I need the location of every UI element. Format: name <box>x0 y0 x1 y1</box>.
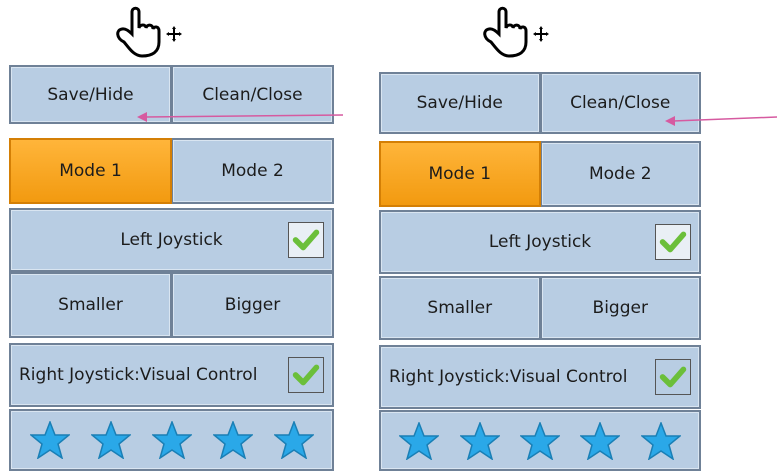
row-size: Smaller Bigger <box>379 276 701 340</box>
row-modes: Mode 1 Mode 2 <box>379 141 701 207</box>
star-icon[interactable] <box>151 421 192 459</box>
row-size: Smaller Bigger <box>9 272 334 338</box>
mode-2-label: Mode 2 <box>588 164 652 184</box>
row-right-joystick: Right Joystick:Visual Control <box>9 343 334 407</box>
star-icon[interactable] <box>29 421 70 459</box>
pink-arrow-left <box>137 111 343 123</box>
star-icon[interactable] <box>459 421 500 460</box>
save-hide-button[interactable]: Save/Hide <box>9 65 172 124</box>
bigger-label: Bigger <box>592 298 648 318</box>
save-hide-button[interactable]: Save/Hide <box>379 72 541 134</box>
smaller-label: Smaller <box>427 298 493 318</box>
row-modes: Mode 1 Mode 2 <box>9 138 334 204</box>
checkmark-icon <box>292 229 320 251</box>
mode-2-button[interactable]: Mode 2 <box>172 138 334 204</box>
star-icon[interactable] <box>90 421 131 459</box>
star-icon[interactable] <box>273 421 314 459</box>
right-joystick-toggle[interactable]: Right Joystick:Visual Control <box>379 345 701 409</box>
clean-close-label: Clean/Close <box>570 93 671 113</box>
save-hide-label: Save/Hide <box>416 93 503 113</box>
pink-arrow-right <box>665 115 777 127</box>
left-joystick-toggle[interactable]: Left Joystick <box>9 208 334 272</box>
smaller-button[interactable]: Smaller <box>379 276 541 340</box>
star-icon[interactable] <box>580 421 621 460</box>
smaller-label: Smaller <box>58 295 123 315</box>
clean-close-button[interactable]: Clean/Close <box>172 65 334 124</box>
checkmark-icon <box>659 366 687 388</box>
star-rating[interactable] <box>9 409 334 471</box>
left-joystick-checkbox[interactable] <box>288 222 324 258</box>
row-left-joystick: Left Joystick <box>9 208 334 272</box>
row-save-clean: Save/Hide Clean/Close <box>9 65 334 124</box>
mode-2-label: Mode 2 <box>221 161 284 181</box>
star-icon[interactable] <box>212 421 253 459</box>
left-joystick-label: Left Joystick <box>120 230 223 250</box>
row-stars <box>379 410 701 471</box>
right-joystick-checkbox[interactable] <box>288 357 324 393</box>
bigger-button[interactable]: Bigger <box>172 272 334 338</box>
smaller-button[interactable]: Smaller <box>9 272 172 338</box>
right-joystick-toggle[interactable]: Right Joystick:Visual Control <box>9 343 334 407</box>
left-joystick-toggle[interactable]: Left Joystick <box>379 210 701 274</box>
left-joystick-label: Left Joystick <box>488 232 592 252</box>
star-icon[interactable] <box>640 421 681 460</box>
left-joystick-checkbox[interactable] <box>655 224 691 260</box>
checkmark-icon <box>659 231 687 253</box>
star-icon[interactable] <box>399 421 440 460</box>
save-hide-label: Save/Hide <box>47 84 134 105</box>
bigger-button[interactable]: Bigger <box>540 276 701 340</box>
mode-2-button[interactable]: Mode 2 <box>540 141 701 207</box>
checkmark-icon <box>292 364 320 386</box>
row-save-clean: Save/Hide Clean/Close <box>379 72 701 134</box>
right-joystick-label: Right Joystick:Visual Control <box>389 367 628 387</box>
clean-close-label: Clean/Close <box>202 84 303 105</box>
star-rating[interactable] <box>379 410 701 471</box>
hand-move-cursor-icon <box>479 2 549 60</box>
mode-1-button[interactable]: Mode 1 <box>9 138 172 204</box>
hand-move-cursor-icon <box>112 2 182 60</box>
row-left-joystick: Left Joystick <box>379 210 701 274</box>
star-icon[interactable] <box>519 421 560 460</box>
mode-1-label: Mode 1 <box>428 164 492 184</box>
row-stars <box>9 409 334 471</box>
mode-1-label: Mode 1 <box>59 161 122 181</box>
mode-1-button[interactable]: Mode 1 <box>379 141 541 207</box>
right-joystick-checkbox[interactable] <box>655 359 691 395</box>
right-joystick-label: Right Joystick:Visual Control <box>19 365 258 385</box>
bigger-label: Bigger <box>224 295 281 315</box>
row-right-joystick: Right Joystick:Visual Control <box>379 345 701 409</box>
